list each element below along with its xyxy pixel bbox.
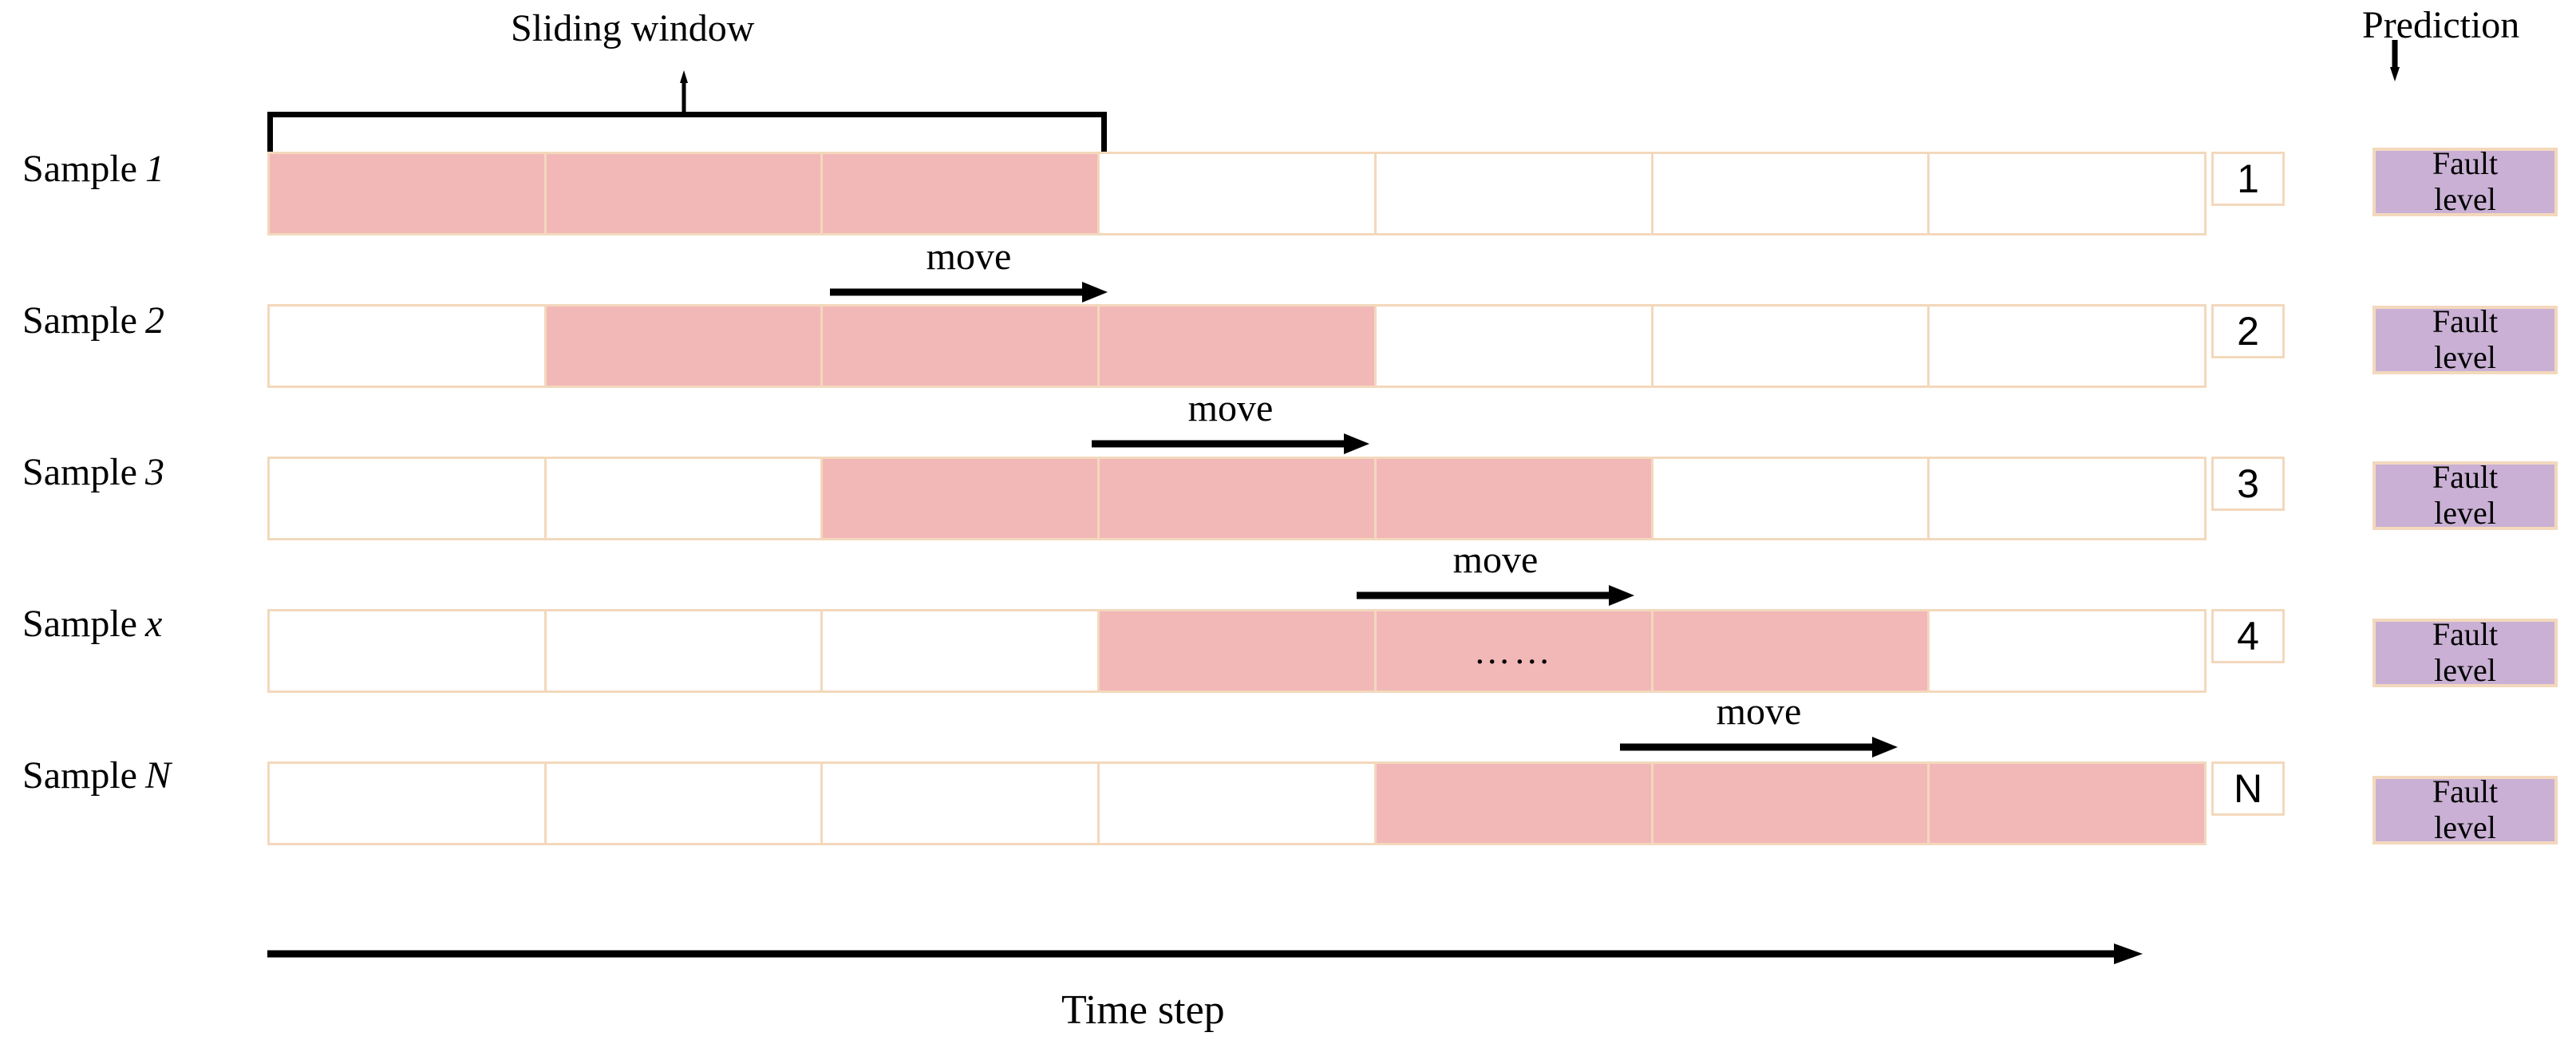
- sample-index-box-4: 4: [2211, 609, 2285, 663]
- prediction-box-2: Fault level: [2373, 303, 2558, 375]
- timeline-cell: [823, 764, 1100, 843]
- prediction-label: Prediction: [2362, 4, 2520, 46]
- sample-label-prefix: Sample: [22, 603, 137, 645]
- sample-label-prefix: Sample: [22, 754, 137, 797]
- move-label: move: [1716, 690, 1802, 733]
- prediction-box-5: Fault level: [2373, 773, 2558, 845]
- timeline-cell: [1930, 154, 2205, 233]
- prediction-line-2: level: [2434, 652, 2496, 688]
- prediction-line-2: level: [2434, 809, 2496, 845]
- timeline-cell: [270, 307, 547, 386]
- timeline-cell: [823, 611, 1100, 690]
- prediction-line-1: Fault: [2432, 616, 2499, 653]
- time-step-arrow-icon: [267, 943, 2143, 964]
- timeline-cell: [1100, 764, 1377, 843]
- move-label: move: [1187, 387, 1274, 429]
- timeline-cell: [1930, 611, 2205, 690]
- timeline-cell: [546, 611, 824, 690]
- timeline-row-5: [267, 761, 2207, 845]
- timeline-cell: [1376, 764, 1653, 843]
- timeline-cell: [1930, 459, 2205, 538]
- move-arrow-icon: [1357, 585, 1634, 606]
- prediction-line-1: Fault: [2432, 303, 2499, 340]
- timeline-cell: [1376, 307, 1653, 386]
- move-label: move: [926, 235, 1012, 278]
- prediction-line-1: Fault: [2432, 459, 2499, 496]
- timeline-row-4: ……: [267, 609, 2207, 693]
- timeline-cell: [546, 307, 824, 386]
- sample-label-suffix: 1: [144, 148, 164, 190]
- timeline-cell: [270, 459, 547, 538]
- prediction-line-1: Fault: [2432, 145, 2499, 182]
- sample-index-box-3: 3: [2211, 457, 2285, 511]
- sample-index-box-2: 2: [2211, 304, 2285, 358]
- sample-label-prefix: Sample: [22, 451, 137, 493]
- move-arrow-icon: [1092, 433, 1369, 454]
- sample-label-suffix: 3: [144, 451, 164, 493]
- timeline-cell: [270, 154, 547, 233]
- timeline-cell: [1930, 307, 2205, 386]
- prediction-line-2: level: [2434, 181, 2496, 217]
- timeline-cell: ……: [1376, 611, 1653, 690]
- timeline-cell: [1653, 154, 1930, 233]
- prediction-box-1: Fault level: [2373, 145, 2558, 217]
- timeline-cell: [1376, 459, 1653, 538]
- move-arrow-icon: [830, 282, 1108, 303]
- timeline-cell: [270, 764, 547, 843]
- time-step-label: Time step: [1061, 987, 1225, 1033]
- prediction-box-3: Fault level: [2373, 459, 2558, 531]
- prediction-line-2: level: [2434, 495, 2496, 531]
- prediction-line-2: level: [2434, 339, 2496, 375]
- timeline-cell: [270, 611, 547, 690]
- prediction-box-4: Fault level: [2373, 616, 2558, 688]
- timeline-cell: [823, 154, 1100, 233]
- sample-label-prefix: Sample: [22, 148, 137, 190]
- timeline-cell: [1653, 764, 1930, 843]
- timeline-row-2: [267, 304, 2207, 388]
- sliding-window-arrow-icon: [680, 70, 688, 115]
- timeline-cell: [546, 764, 824, 843]
- sliding-window-bracket: [267, 112, 1107, 153]
- sample-label-prefix: Sample: [22, 299, 137, 342]
- timeline-cell: [1930, 764, 2205, 843]
- sample-label-suffix: 2: [144, 299, 164, 342]
- timeline-cell: [823, 307, 1100, 386]
- timeline-row-3: [267, 457, 2207, 540]
- timeline-cell: [1100, 459, 1377, 538]
- ellipsis-label: ……: [1473, 630, 1554, 671]
- sample-index-box-1: 1: [2211, 152, 2285, 206]
- timeline-cell: [1653, 307, 1930, 386]
- timeline-cell: [1653, 611, 1930, 690]
- timeline-cell: [1376, 154, 1653, 233]
- timeline-cell: [823, 459, 1100, 538]
- timeline-cell: [546, 459, 824, 538]
- move-arrow-icon: [1620, 737, 1898, 757]
- sample-label-suffix: N: [144, 754, 171, 797]
- prediction-arrow-icon: [2390, 40, 2400, 81]
- prediction-line-1: Fault: [2432, 773, 2499, 810]
- sample-label-suffix: x: [144, 603, 163, 645]
- sample-index-box-5: N: [2211, 761, 2285, 816]
- sliding-window-label: Sliding window: [511, 7, 755, 49]
- timeline-cell: [1653, 459, 1930, 538]
- timeline-cell: [1100, 307, 1377, 386]
- move-label: move: [1452, 539, 1539, 581]
- timeline-cell: [1100, 154, 1377, 233]
- timeline-cell: [1100, 611, 1377, 690]
- timeline-row-1: [267, 152, 2207, 235]
- timeline-cell: [546, 154, 824, 233]
